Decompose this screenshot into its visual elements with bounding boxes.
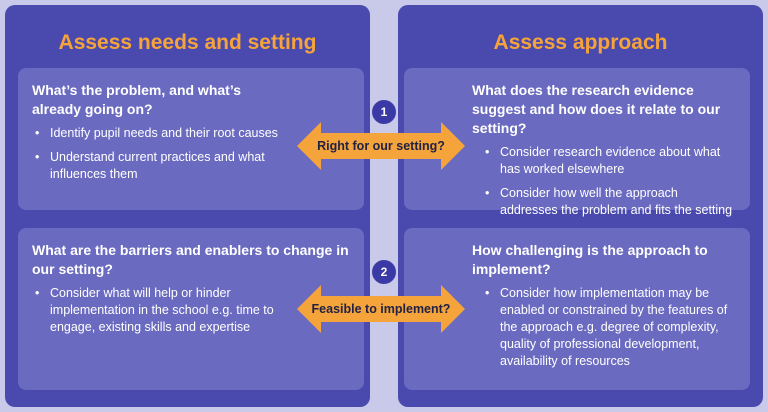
step-number-badge: 1 bbox=[372, 100, 396, 124]
evidence-card-heading: What does the research evidence suggest … bbox=[472, 82, 721, 136]
right-panel-title: Assess approach bbox=[493, 31, 668, 54]
problem-card-bullets: Identify pupil needs and their root caus… bbox=[32, 125, 302, 183]
challenge-card-heading: How challenging is the approach to imple… bbox=[472, 242, 708, 277]
double-arrow-icon bbox=[297, 285, 465, 333]
double-arrow-connector: Right for our setting? bbox=[297, 122, 465, 170]
connector-label: Feasible to implement? bbox=[311, 302, 451, 316]
bullet-item: Consider how implementation may be enabl… bbox=[482, 285, 736, 370]
bullet-item: Consider how well the approach addresses… bbox=[482, 185, 736, 219]
problem-card-heading: What’s the problem, and what’s already g… bbox=[32, 82, 241, 117]
evidence-card-bullets: Consider research evidence about what ha… bbox=[418, 144, 736, 219]
left-panel-title: Assess needs and setting bbox=[58, 31, 317, 54]
challenge-card: How challenging is the approach to imple… bbox=[404, 228, 750, 390]
evidence-card: What does the research evidence suggest … bbox=[404, 68, 750, 217]
step-number-badge: 2 bbox=[372, 260, 396, 284]
bullet-item: Consider what will help or hinder implem… bbox=[32, 285, 297, 336]
challenge-card-bullets: Consider how implementation may be enabl… bbox=[418, 285, 736, 370]
double-arrow-connector: Feasible to implement? bbox=[297, 285, 465, 333]
bullet-item: Identify pupil needs and their root caus… bbox=[32, 125, 302, 142]
double-arrow-icon bbox=[297, 122, 465, 170]
bullet-item: Understand current practices and what in… bbox=[32, 149, 302, 183]
bullet-item: Consider research evidence about what ha… bbox=[482, 144, 736, 178]
connector-label: Right for our setting? bbox=[317, 139, 445, 153]
barriers-card-bullets: Consider what will help or hinder implem… bbox=[32, 285, 297, 336]
barriers-card-heading: What are the barriers and enablers to ch… bbox=[32, 242, 349, 277]
